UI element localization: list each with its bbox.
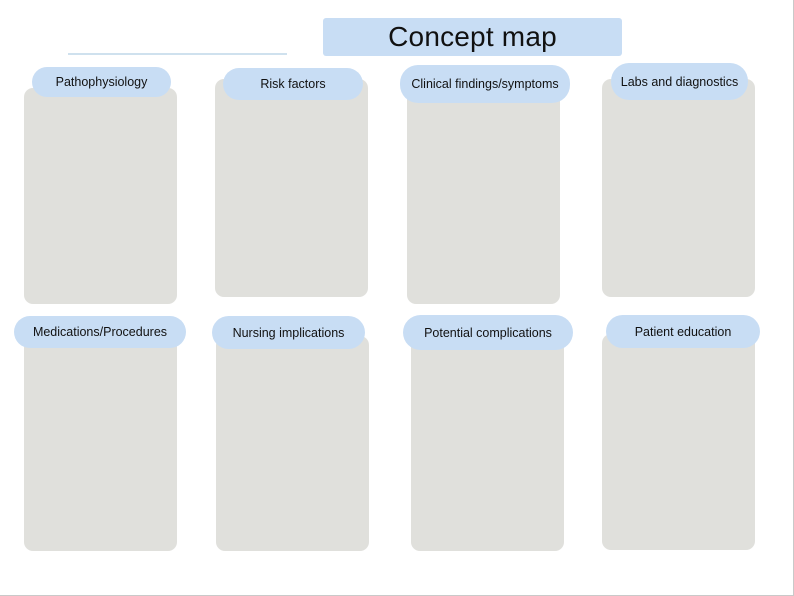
name-underline [68,53,287,55]
section-panel-risk-factors[interactable] [215,79,368,297]
page-title: Concept map [388,21,557,52]
section-label-potential-complications: Potential complications [403,315,573,350]
section-panel-nursing-implications[interactable] [216,336,369,551]
section-panel-clinical-findings[interactable] [407,88,560,304]
section-panel-patient-education[interactable] [602,334,755,550]
section-panel-labs-diagnostics[interactable] [602,79,755,297]
section-label-risk-factors: Risk factors [223,68,363,100]
title-banner: Concept map [323,18,622,56]
section-panel-medications-procedures[interactable] [24,336,177,551]
section-label-medications-procedures: Medications/Procedures [14,316,186,348]
section-label-pathophysiology: Pathophysiology [32,67,171,97]
section-panel-potential-complications[interactable] [411,336,564,551]
section-label-patient-education: Patient education [606,315,760,348]
section-label-labs-diagnostics: Labs and diagnostics [611,63,748,100]
section-panel-pathophysiology[interactable] [24,88,177,304]
section-label-clinical-findings: Clinical findings/symptoms [400,65,570,103]
section-label-nursing-implications: Nursing implications [212,316,365,349]
